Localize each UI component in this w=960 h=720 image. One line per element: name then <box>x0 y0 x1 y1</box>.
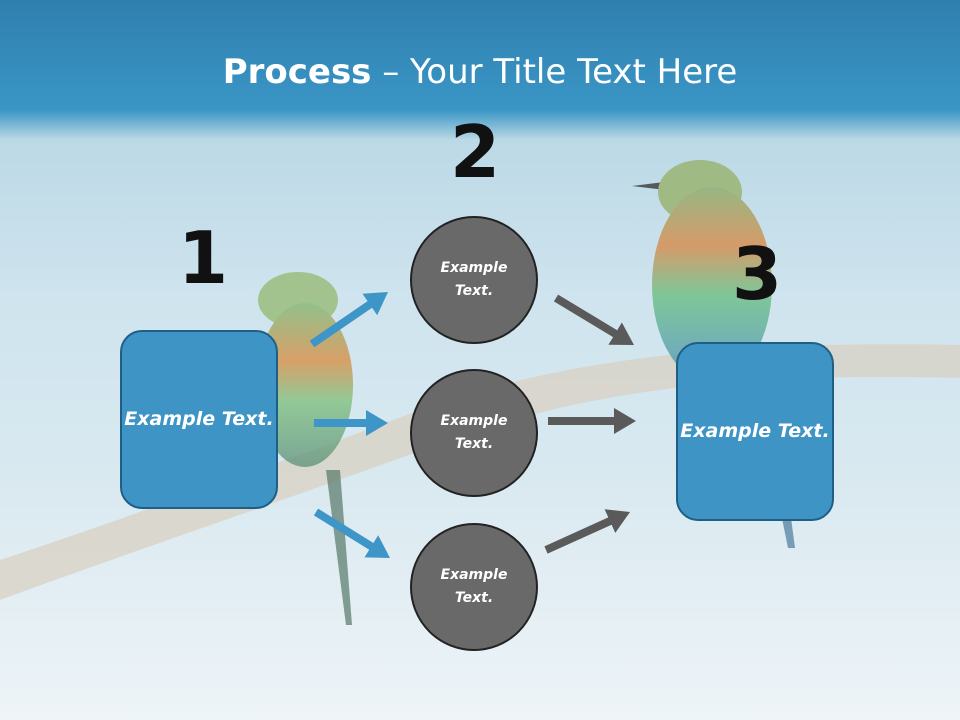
step-3-box: Example Text. <box>676 342 834 521</box>
title-rest: – Your Title Text Here <box>371 52 738 92</box>
slide-title: Process – Your Title Text Here <box>0 52 960 92</box>
step-1-box: Example Text. <box>120 330 278 509</box>
circle-1: Example Text. <box>410 216 538 344</box>
circle-3-text: Example Text. <box>440 567 508 606</box>
arrow-circle3-to-box3 <box>544 509 630 554</box>
arrow-box1-to-circle3 <box>313 508 390 558</box>
circle-2: Example Text. <box>410 369 538 497</box>
circle-3: Example Text. <box>410 523 538 651</box>
step-3-text: Example Text. <box>680 420 830 442</box>
circle-2-text: Example Text. <box>440 413 508 452</box>
step-1-text: Example Text. <box>124 408 274 430</box>
step-number-3: 3 <box>732 232 783 316</box>
arrow-circle1-to-box3 <box>553 294 634 345</box>
step-number-1: 1 <box>178 216 229 300</box>
circle-1-text: Example Text. <box>440 260 508 299</box>
step-number-2: 2 <box>450 110 501 194</box>
arrow-circle2-to-box3 <box>548 408 636 434</box>
title-bold: Process <box>222 52 372 92</box>
arrow-box1-to-circle2 <box>314 410 388 436</box>
arrow-box1-to-circle1 <box>309 292 388 348</box>
